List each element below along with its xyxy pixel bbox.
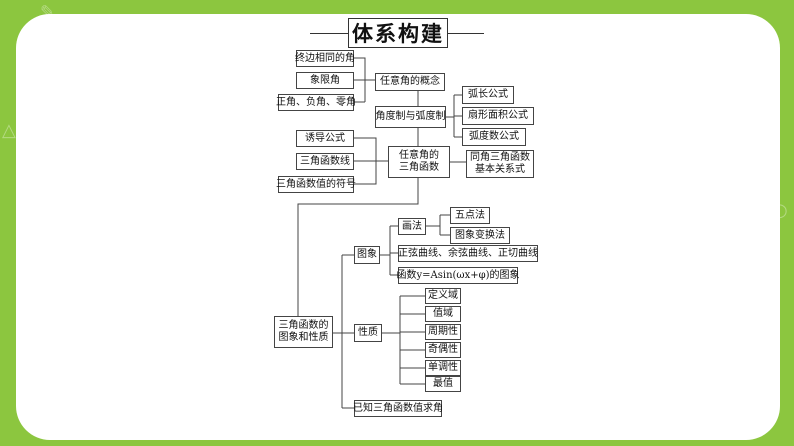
node-radian-number-formula: 弧度数公式 (462, 128, 526, 146)
node-arc-length-formula: 弧长公式 (462, 86, 514, 104)
node-trig-lines: 三角函数线 (296, 153, 354, 170)
node-drawing-method: 画法 (398, 218, 426, 235)
node-positive-negative-zero-label: 正角、负角、零角 (276, 97, 356, 109)
node-trig-sign-label: 三角函数值的符号 (276, 179, 356, 191)
node-domain-label: 定义域 (428, 290, 458, 302)
node-arbitrary-angle-trig: 任意角的 三角函数 (388, 146, 450, 178)
node-trig-graph-properties-line1: 三角函数的 (279, 320, 329, 332)
node-induction-formula: 诱导公式 (296, 130, 354, 147)
node-domain: 定义域 (425, 288, 461, 304)
node-graph-transform-method-label: 图象变换法 (455, 230, 505, 242)
node-extreme-values-label: 最值 (433, 378, 453, 390)
node-monotonicity: 单调性 (425, 360, 461, 376)
node-properties-label: 性质 (358, 327, 378, 339)
node-degree-radian-label: 角度制与弧度制 (376, 111, 446, 123)
node-properties: 性质 (354, 324, 382, 342)
node-positive-negative-zero: 正角、负角、零角 (278, 94, 354, 111)
node-periodicity-label: 周期性 (428, 326, 458, 338)
node-extreme-values: 最值 (425, 376, 461, 392)
node-five-point-method-label: 五点法 (455, 210, 485, 222)
node-five-point-method: 五点法 (450, 207, 490, 224)
node-range: 值域 (425, 306, 461, 322)
node-asin-function-graph-label: 函数y=Asin(ωx+φ)的图象 (397, 270, 520, 282)
node-asin-function-graph: 函数y=Asin(ωx+φ)的图象 (398, 267, 518, 284)
node-degree-radian: 角度制与弧度制 (375, 106, 446, 128)
node-range-label: 值域 (433, 308, 453, 320)
node-induction-formula-label: 诱导公式 (305, 133, 345, 145)
node-periodicity: 周期性 (425, 324, 461, 340)
node-sector-area-formula: 扇形面积公式 (462, 107, 534, 125)
node-trig-graph-properties: 三角函数的 图象和性质 (274, 316, 333, 348)
node-find-angle-from-value: 已知三角函数值求角 (354, 400, 442, 417)
node-arbitrary-angle-trig-line1: 任意角的 (399, 150, 439, 162)
node-arc-length-formula-label: 弧长公式 (468, 89, 508, 101)
node-find-angle-from-value-label: 已知三角函数值求角 (353, 403, 443, 415)
node-arbitrary-angle-concept: 任意角的概念 (375, 73, 445, 91)
node-quadrant-angle: 象限角 (296, 72, 354, 89)
node-trig-graph-properties-line2: 图象和性质 (279, 332, 329, 344)
node-trig-lines-label: 三角函数线 (300, 156, 350, 168)
node-graph: 图象 (354, 246, 380, 264)
node-arbitrary-angle-trig-line2: 三角函数 (399, 162, 439, 174)
node-parity-label: 奇偶性 (428, 344, 458, 356)
node-parity: 奇偶性 (425, 342, 461, 358)
node-trig-sign: 三角函数值的符号 (278, 176, 354, 193)
node-drawing-method-label: 画法 (402, 221, 422, 233)
node-sine-cosine-tangent-curves-label: 正弦曲线、余弦曲线、正切曲线 (398, 248, 538, 260)
node-sine-cosine-tangent-curves: 正弦曲线、余弦曲线、正切曲线 (398, 245, 538, 262)
node-monotonicity-label: 单调性 (428, 362, 458, 374)
node-sector-area-formula-label: 扇形面积公式 (468, 110, 528, 122)
node-same-angle-relations: 同角三角函数 基本关系式 (466, 150, 534, 178)
node-graph-transform-method: 图象变换法 (450, 227, 510, 244)
node-coterminal-angle-label: 终边相同的角 (295, 53, 355, 65)
node-graph-label: 图象 (357, 249, 377, 261)
node-coterminal-angle: 终边相同的角 (296, 50, 354, 67)
node-radian-number-formula-label: 弧度数公式 (469, 131, 519, 143)
node-same-angle-relations-line1: 同角三角函数 (470, 152, 530, 164)
node-same-angle-relations-line2: 基本关系式 (475, 164, 525, 176)
node-arbitrary-angle-concept-label: 任意角的概念 (380, 76, 440, 88)
node-quadrant-angle-label: 象限角 (310, 75, 340, 87)
